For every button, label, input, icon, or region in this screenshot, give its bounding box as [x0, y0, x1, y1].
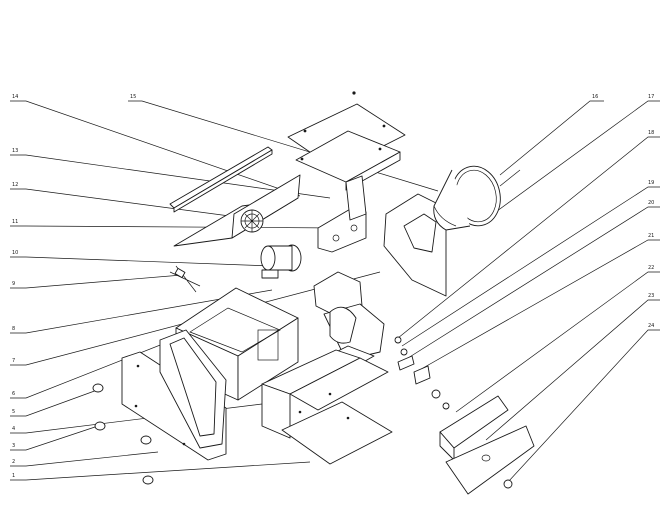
callout-4: 4 — [12, 426, 15, 432]
leader-24 — [507, 329, 660, 483]
foot-1 — [92, 383, 104, 393]
leader-19 — [401, 186, 660, 347]
callout-2: 2 — [12, 459, 15, 465]
callout-14: 14 — [12, 94, 18, 100]
funnel-mount-plate — [383, 193, 447, 297]
callout-22: 22 — [648, 265, 654, 271]
callout-labels: 14 15 13 12 11 10 9 8 7 6 5 4 3 2 1 16 1… — [12, 94, 654, 479]
callout-17: 17 — [648, 94, 654, 100]
feet — [92, 383, 154, 485]
callout-3: 3 — [12, 443, 15, 449]
callout-15: 15 — [130, 94, 136, 100]
callout-18: 18 — [648, 130, 654, 136]
leader-15 — [128, 100, 439, 192]
leader-3 — [10, 425, 99, 451]
callout-10: 10 — [12, 250, 18, 256]
side-rail — [169, 146, 273, 213]
inner-angle-bracket — [159, 329, 227, 449]
cable-plug — [169, 265, 201, 293]
foot-2 — [94, 421, 106, 431]
callout-19: 19 — [648, 180, 654, 186]
parts — [92, 91, 535, 495]
callout-7: 7 — [12, 358, 15, 364]
leader-18 — [397, 136, 660, 339]
callout-1: 1 — [12, 473, 15, 479]
leader-20 — [407, 206, 660, 359]
fan-panel — [173, 174, 301, 247]
front-door-panels — [439, 395, 535, 495]
callout-9: 9 — [12, 281, 15, 287]
callout-23: 23 — [648, 293, 654, 299]
leader-10 — [10, 256, 273, 267]
tray-bracket — [261, 349, 389, 439]
leader-1 — [10, 461, 311, 481]
callout-6: 6 — [12, 391, 15, 397]
top-cover-plate — [287, 91, 406, 191]
funnel-hopper — [433, 165, 521, 231]
leader-2 — [10, 451, 159, 467]
callout-5: 5 — [12, 409, 15, 415]
callout-13: 13 — [12, 148, 18, 154]
inner-bracket — [317, 175, 367, 253]
leader-13 — [10, 154, 331, 199]
leader-21 — [415, 239, 660, 373]
leader-12 — [10, 188, 261, 221]
leader-5 — [10, 388, 101, 417]
foot-3 — [140, 435, 152, 445]
callout-21: 21 — [648, 233, 654, 239]
leader-9 — [10, 274, 183, 289]
callout-12: 12 — [12, 182, 18, 188]
callout-24: 24 — [648, 323, 654, 329]
leader-11 — [10, 225, 341, 229]
motor — [260, 244, 302, 279]
callout-8: 8 — [12, 326, 15, 332]
leader-22 — [455, 271, 660, 413]
leader-14 — [10, 100, 301, 197]
bottom-plate — [281, 392, 393, 465]
callout-16: 16 — [592, 94, 598, 100]
leader-lines — [10, 100, 660, 483]
leader-8 — [10, 289, 273, 334]
leader-16 — [499, 100, 604, 176]
small-hardware — [394, 336, 450, 410]
foot-4 — [142, 475, 154, 485]
callout-11: 11 — [12, 219, 18, 225]
leader-17 — [481, 100, 660, 223]
callout-20: 20 — [648, 200, 654, 206]
leader-23 — [485, 299, 660, 441]
